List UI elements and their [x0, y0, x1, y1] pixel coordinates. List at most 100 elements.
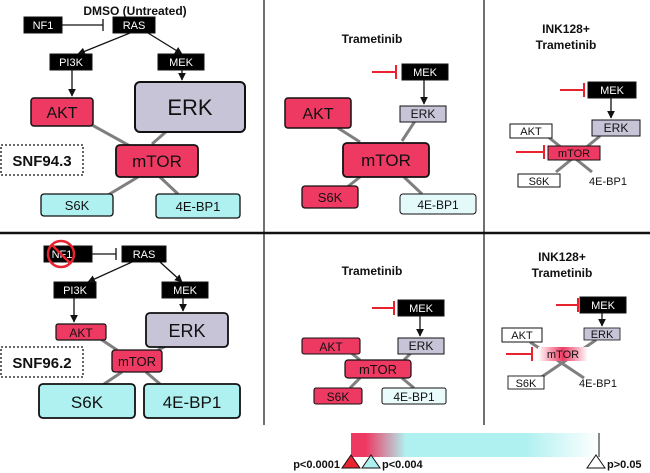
- node-s6k: [301, 185, 359, 209]
- node-s6k: [517, 173, 561, 188]
- node-erk: [397, 337, 445, 355]
- node-mek: [401, 63, 449, 81]
- node-4ebp1: [381, 387, 447, 405]
- node-pi3k-label: PI3K: [59, 57, 84, 69]
- node-ras: [121, 245, 167, 263]
- node-mek-label: MEK: [600, 85, 625, 97]
- node-mtor-label: mTOR: [118, 354, 156, 369]
- node-s6k-label: S6K: [65, 198, 90, 213]
- panel-bottom-trametinib: Trametinib MEK AKT ERK mTOR S6K 4E-BP1: [301, 264, 447, 405]
- panel-title-line2: Trametinib: [536, 38, 597, 52]
- edge-mtor-s6k: [103, 370, 123, 386]
- node-mek: [157, 53, 205, 71]
- legend-marker-ns: [586, 454, 606, 469]
- node-mek-label: MEK: [169, 57, 194, 69]
- panel-title-line1: INK128+: [542, 22, 590, 36]
- node-s6k: [40, 193, 114, 217]
- node-erk-label: ERK: [591, 329, 614, 341]
- node-4ebp1-label: 4E-BP1: [393, 390, 435, 404]
- node-mek-label: MEK: [173, 285, 198, 297]
- node-mtor: [111, 349, 163, 373]
- legend-marker-high: [341, 454, 361, 469]
- node-akt: [509, 123, 553, 139]
- node-akt: [55, 323, 107, 341]
- node-4ebp1: [143, 383, 241, 419]
- node-mtor-label: mTOR: [558, 148, 590, 160]
- node-mtor: [538, 347, 588, 361]
- node-pi3k: [49, 53, 93, 71]
- node-erk-label: ERK: [409, 339, 434, 353]
- node-4ebp1-label: 4E-BP1: [417, 198, 459, 212]
- panel-bottom-dmso: NF1 RAS PI3K MEK AKT ERK mTOR S6K 4E-BP1…: [0, 239, 241, 419]
- node-akt-label: AKT: [319, 340, 343, 354]
- panel-top-trametinib: Trametinib MEK AKT ERK mTOR S6K 4E-BP1: [284, 32, 477, 215]
- node-s6k-label: S6K: [516, 378, 537, 390]
- panel-title: Trametinib: [342, 264, 403, 278]
- cell-line-label: SNF94.3: [12, 153, 71, 170]
- node-mtor: [547, 145, 601, 161]
- node-akt: [501, 327, 543, 343]
- node-akt-label: AKT: [520, 126, 542, 138]
- node-mtor-label: mTOR: [547, 349, 579, 361]
- edge-mtor-4ebp1: [158, 175, 180, 196]
- node-akt: [301, 337, 361, 355]
- node-4ebp1: [399, 193, 477, 215]
- node-nf1: [23, 16, 63, 34]
- node-erk: [145, 312, 229, 348]
- node-erk: [399, 105, 447, 123]
- legend-marker-mid: [361, 454, 381, 469]
- cell-line-label: SNF96.2: [12, 355, 71, 372]
- panel-top-dmso: DMSO (Untreated) NF1 RAS PI3K MEK AKT ER…: [0, 4, 246, 219]
- node-nf1-label: NF1: [33, 20, 54, 32]
- node-mek: [587, 81, 637, 99]
- edge-ras-mek: [159, 261, 183, 283]
- node-mek: [579, 296, 627, 314]
- node-s6k-label: S6K: [327, 390, 350, 404]
- node-ras-label: RAS: [133, 249, 156, 261]
- node-4ebp1: [155, 193, 241, 219]
- node-mtor: [115, 144, 199, 178]
- nf1-lost-icon: [46, 239, 76, 269]
- node-mtor-label: mTOR: [132, 152, 182, 171]
- node-mek: [161, 281, 209, 299]
- edge-mtor-s6k: [348, 376, 362, 390]
- node-erk-label: ERK: [168, 321, 205, 341]
- panel-title: DMSO (Untreated): [83, 4, 186, 18]
- panel-dividers: [0, 0, 650, 425]
- node-mtor: [344, 359, 412, 379]
- node-erk-label: ERK: [411, 107, 436, 121]
- node-erk-label: ERK: [604, 121, 629, 135]
- node-erk: [134, 81, 246, 133]
- node-4ebp1-label: 4E-BP1: [163, 393, 222, 412]
- node-mek: [397, 299, 445, 317]
- panel-title-line2: Trametinib: [532, 266, 593, 280]
- node-erk-label: ERK: [167, 95, 213, 120]
- node-s6k-label: S6K: [71, 393, 104, 412]
- legend-gradient-bar: [351, 433, 599, 457]
- cell-line-box: [0, 346, 84, 378]
- edge-ras-pi3k: [87, 261, 133, 283]
- node-erk: [591, 119, 641, 137]
- cell-line-box: [0, 144, 84, 176]
- edge-ras-mek: [147, 32, 183, 55]
- node-mtor-label: mTOR: [361, 151, 411, 170]
- significance-legend: p<0.0001 p<0.004 p>0.05: [293, 433, 642, 471]
- panel-title: Trametinib: [342, 32, 403, 46]
- node-akt-label: AKT: [511, 330, 533, 342]
- node-erk: [583, 327, 621, 341]
- edge-ras-pi3k: [77, 32, 131, 55]
- edge-akt-mtor: [91, 123, 131, 148]
- node-s6k-label: S6K: [318, 190, 343, 205]
- node-mek-label: MEK: [409, 303, 434, 315]
- node-mek-label: MEK: [413, 67, 438, 79]
- node-s6k: [507, 375, 545, 390]
- panel-title-line1: INK128+: [538, 250, 586, 264]
- legend-label-ns: p>0.05: [607, 459, 642, 471]
- node-akt-label: AKT: [302, 106, 333, 123]
- edge-mtor-4ebp1: [145, 370, 161, 386]
- node-akt: [284, 97, 352, 129]
- edge-erk-mtor: [400, 120, 417, 142]
- panel-top-ink128-trametinib: INK128+ Trametinib MEK AKT ERK mTOR S6K …: [509, 22, 641, 188]
